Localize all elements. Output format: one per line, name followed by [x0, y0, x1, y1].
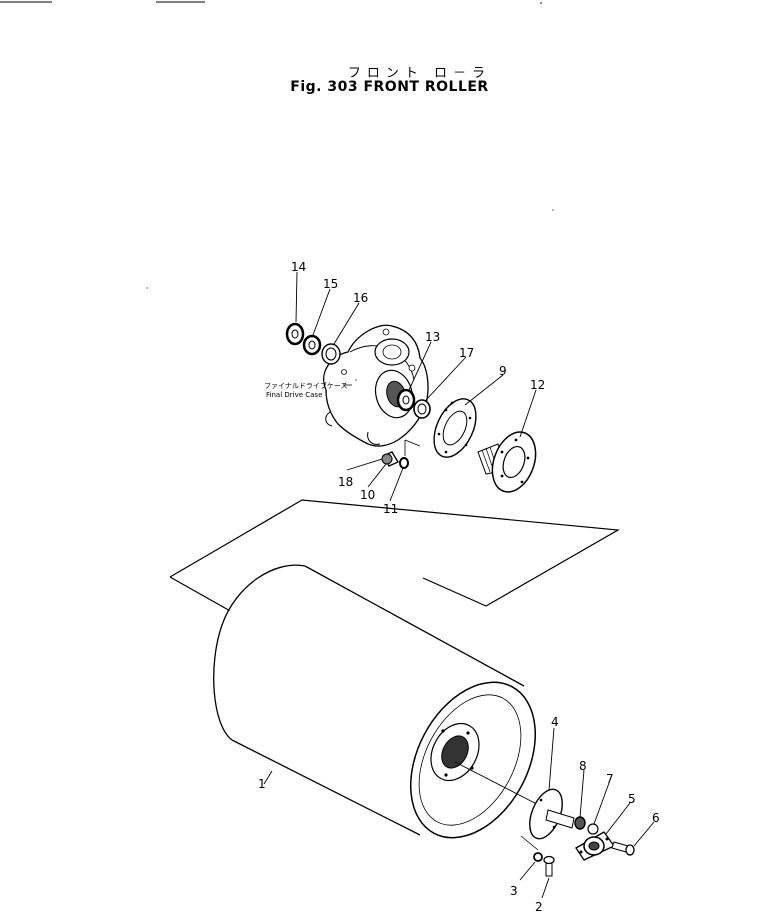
- part-11-washer: [399, 457, 409, 469]
- figure-title: Fig. 303 FRONT ROLLER: [290, 79, 489, 95]
- annotation-japanese: ファイナルドライブケース: [264, 381, 348, 390]
- callout-3: 3: [510, 884, 518, 898]
- callout-12: 12: [530, 378, 545, 392]
- callout-7: 7: [606, 772, 614, 786]
- part-9-gasket: [433, 398, 477, 458]
- callout-4: 4: [551, 715, 559, 729]
- scan-dot: [146, 287, 148, 289]
- callout-15: 15: [323, 277, 338, 291]
- callout-10: 10: [360, 488, 375, 502]
- scan-dot: [540, 2, 542, 4]
- part-13-bearing: [396, 388, 416, 412]
- part-18-bolt: [381, 451, 399, 467]
- assembly-outline-edge: [169, 576, 233, 613]
- scan-dot: [355, 379, 357, 381]
- part-14-seal: [285, 322, 305, 346]
- part-15-bearing: [302, 334, 322, 356]
- part-12-hub-shaft: [477, 431, 537, 493]
- callout-18: 18: [338, 475, 353, 489]
- leader-lines: [263, 271, 655, 899]
- assembly-outline: [169, 499, 620, 607]
- part-17-seal: [413, 399, 431, 419]
- callout-13: 13: [425, 330, 440, 344]
- callout-5: 5: [628, 792, 636, 806]
- part-6-bolt: [611, 841, 635, 856]
- part-16-shim: [321, 343, 341, 365]
- roller-drum: [213, 564, 537, 839]
- callout-8: 8: [579, 759, 587, 773]
- callout-numbers: 1 2 3 4 5 6 7 8 9 10 11 12 13 14 15 16 1…: [258, 260, 660, 914]
- callout-1: 1: [258, 777, 266, 791]
- assembly-line: [404, 439, 421, 447]
- part-3-washer: [533, 852, 543, 862]
- callout-9: 9: [499, 364, 507, 378]
- figure-title-japanese: フロント ロ－ラ: [347, 66, 492, 81]
- part-5-bearing-housing: [575, 831, 615, 861]
- part-4-cover-plate: [529, 788, 575, 840]
- part-8-seal: [574, 816, 586, 830]
- assembly-line: [520, 835, 539, 851]
- callout-16: 16: [353, 291, 368, 305]
- callout-14: 14: [291, 260, 306, 274]
- callout-2: 2: [535, 900, 543, 914]
- part-2-bolt: [543, 855, 555, 877]
- callout-17: 17: [459, 346, 474, 360]
- callout-6: 6: [652, 811, 660, 825]
- callout-11: 11: [383, 502, 398, 516]
- annotation-english: Final Drive Case: [266, 391, 322, 399]
- part-7-ring: [587, 823, 599, 835]
- scan-dot: [552, 209, 554, 211]
